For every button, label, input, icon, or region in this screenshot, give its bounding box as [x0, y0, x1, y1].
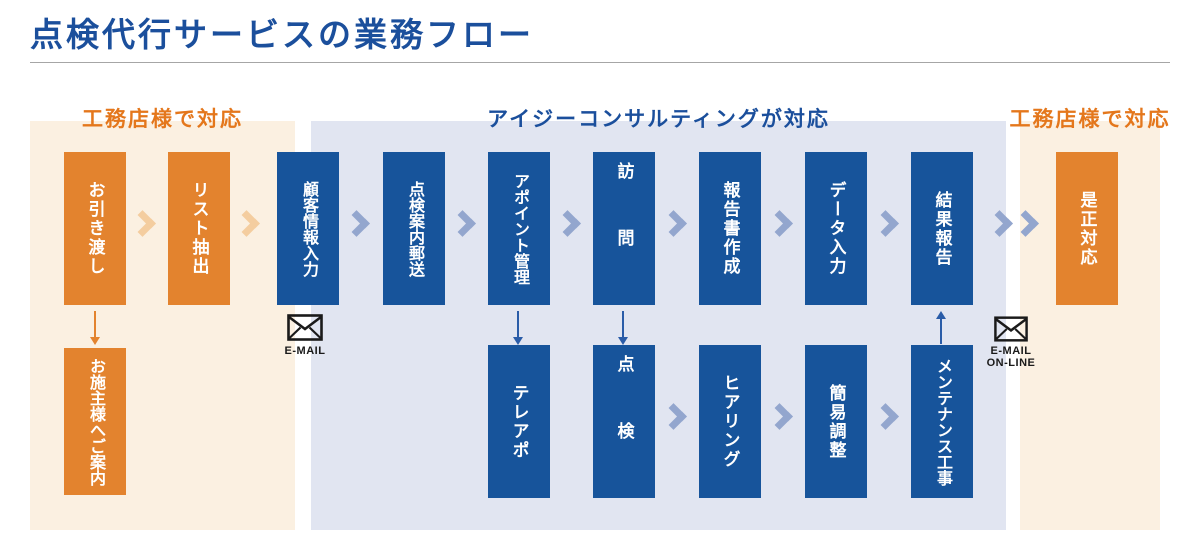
flow-box-label: お施主様へご案内	[87, 357, 104, 486]
section-header-left: 工務店様で対応	[82, 108, 243, 131]
flow-box-inspection-guide-mailing: 点検案内郵送	[383, 152, 445, 305]
title-divider	[30, 62, 1170, 63]
email-online-label-line2: ON-LINE	[986, 357, 1036, 369]
flow-box-label: 点検案内郵送	[406, 180, 423, 277]
flow-box-label: メンテナンス工事	[934, 357, 951, 486]
arrow-down-icon	[90, 311, 100, 345]
flow-box-label: お引き渡し	[85, 181, 105, 276]
arrow-down-icon	[513, 311, 523, 345]
flow-box-visit: 訪問	[593, 152, 655, 305]
flow-box-label: 点検	[614, 354, 634, 489]
flow-box-data-entry: データ入力	[805, 152, 867, 305]
flow-box-label: 報告書作成	[720, 181, 740, 276]
section-header-right: 工務店様で対応	[1009, 108, 1171, 131]
flow-box-corrective-action: 是正対応	[1056, 152, 1118, 305]
flow-box-label: テレアポ	[509, 383, 529, 460]
flow-box-report-creation: 報告書作成	[699, 152, 761, 305]
email-online-label-line1: E-MAIL	[990, 345, 1032, 357]
flow-box-maintenance-work: メンテナンス工事	[911, 345, 973, 498]
flow-box-hearing: ヒアリング	[699, 345, 761, 498]
flow-box-list-extraction: リスト抽出	[168, 152, 230, 305]
flow-box-label: アポイント管理	[511, 172, 528, 285]
flow-box-label: 是正対応	[1077, 190, 1097, 267]
email-online-icon	[994, 316, 1028, 347]
flow-box-simple-adjustment: 簡易調整	[805, 345, 867, 498]
page-title: 点検代行サービスの業務フロー	[30, 16, 534, 53]
flow-box-label: ヒアリング	[720, 374, 740, 469]
flow-box-label: リスト抽出	[189, 181, 209, 276]
flow-box-label: 簡易調整	[826, 383, 846, 460]
flow-box-inspection: 点検	[593, 345, 655, 498]
flow-box-label: データ入力	[826, 181, 846, 276]
flow-box-customer-info-entry: 顧客情報入力	[277, 152, 339, 305]
email-icon	[287, 314, 323, 346]
arrow-up-icon	[936, 311, 946, 344]
flow-box-label: 訪問	[614, 161, 634, 296]
flow-box-telemarketing: テレアポ	[488, 345, 550, 498]
flow-box-label: 結果報告	[932, 190, 952, 267]
arrow-down-icon	[618, 311, 628, 345]
flow-box-handover: お引き渡し	[64, 152, 126, 305]
email-label: E-MAIL	[284, 345, 326, 357]
section-header-middle: アイジーコンサルティングが対応	[487, 108, 830, 131]
flow-box-appointment-management: アポイント管理	[488, 152, 550, 305]
flow-box-label: 顧客情報入力	[300, 180, 317, 277]
flow-box-result-report: 結果報告	[911, 152, 973, 305]
flow-box-owner-guidance: お施主様へご案内	[64, 348, 126, 495]
